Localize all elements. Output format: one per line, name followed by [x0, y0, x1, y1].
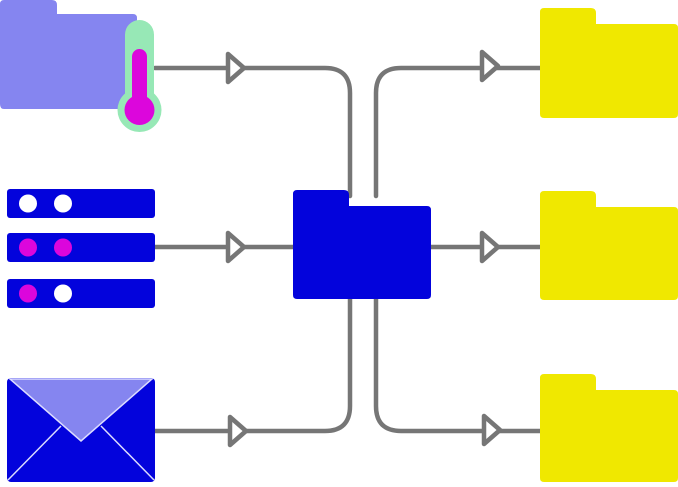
- thermometer-icon: [124, 95, 155, 125]
- arrowheads: [225, 49, 503, 448]
- hub-folder-icon: [293, 190, 431, 299]
- server-stack: [7, 189, 155, 308]
- server-unit-1: [7, 189, 155, 218]
- central-folder: [293, 190, 431, 299]
- output-folder-icon-1: [540, 8, 678, 118]
- arrowhead-sensor: [225, 51, 247, 85]
- arrowhead-output-3: [481, 413, 503, 447]
- server-led: [54, 284, 72, 303]
- server-unit-2: [7, 233, 155, 262]
- arrowhead-output-1: [479, 49, 501, 83]
- sensor-folder: [0, 0, 162, 132]
- server-led: [19, 194, 37, 213]
- envelope-flap: [8, 378, 154, 442]
- server-led: [19, 238, 37, 257]
- mail-envelope: [7, 378, 155, 482]
- connector-hub-to-output-3: [373, 295, 544, 434]
- envelope-fold-line-left: [7, 425, 62, 481]
- server-unit-3: [7, 279, 155, 308]
- output-folder-icon-3: [540, 374, 678, 482]
- output-folders: [540, 8, 678, 482]
- connector-hub-to-output-1: [373, 65, 544, 199]
- server-led: [19, 284, 37, 303]
- arrowhead-server: [225, 230, 247, 264]
- arrowhead-output-2: [479, 230, 501, 264]
- envelope-fold-line-right: [100, 425, 155, 481]
- server-led: [54, 238, 72, 257]
- server-led: [54, 194, 72, 213]
- connector-mail-to-hub: [152, 295, 353, 434]
- folder-icon: [0, 0, 137, 109]
- arrowhead-mail: [227, 414, 249, 448]
- output-folder-icon-2: [540, 191, 678, 300]
- connector-sensor-to-hub: [152, 65, 353, 199]
